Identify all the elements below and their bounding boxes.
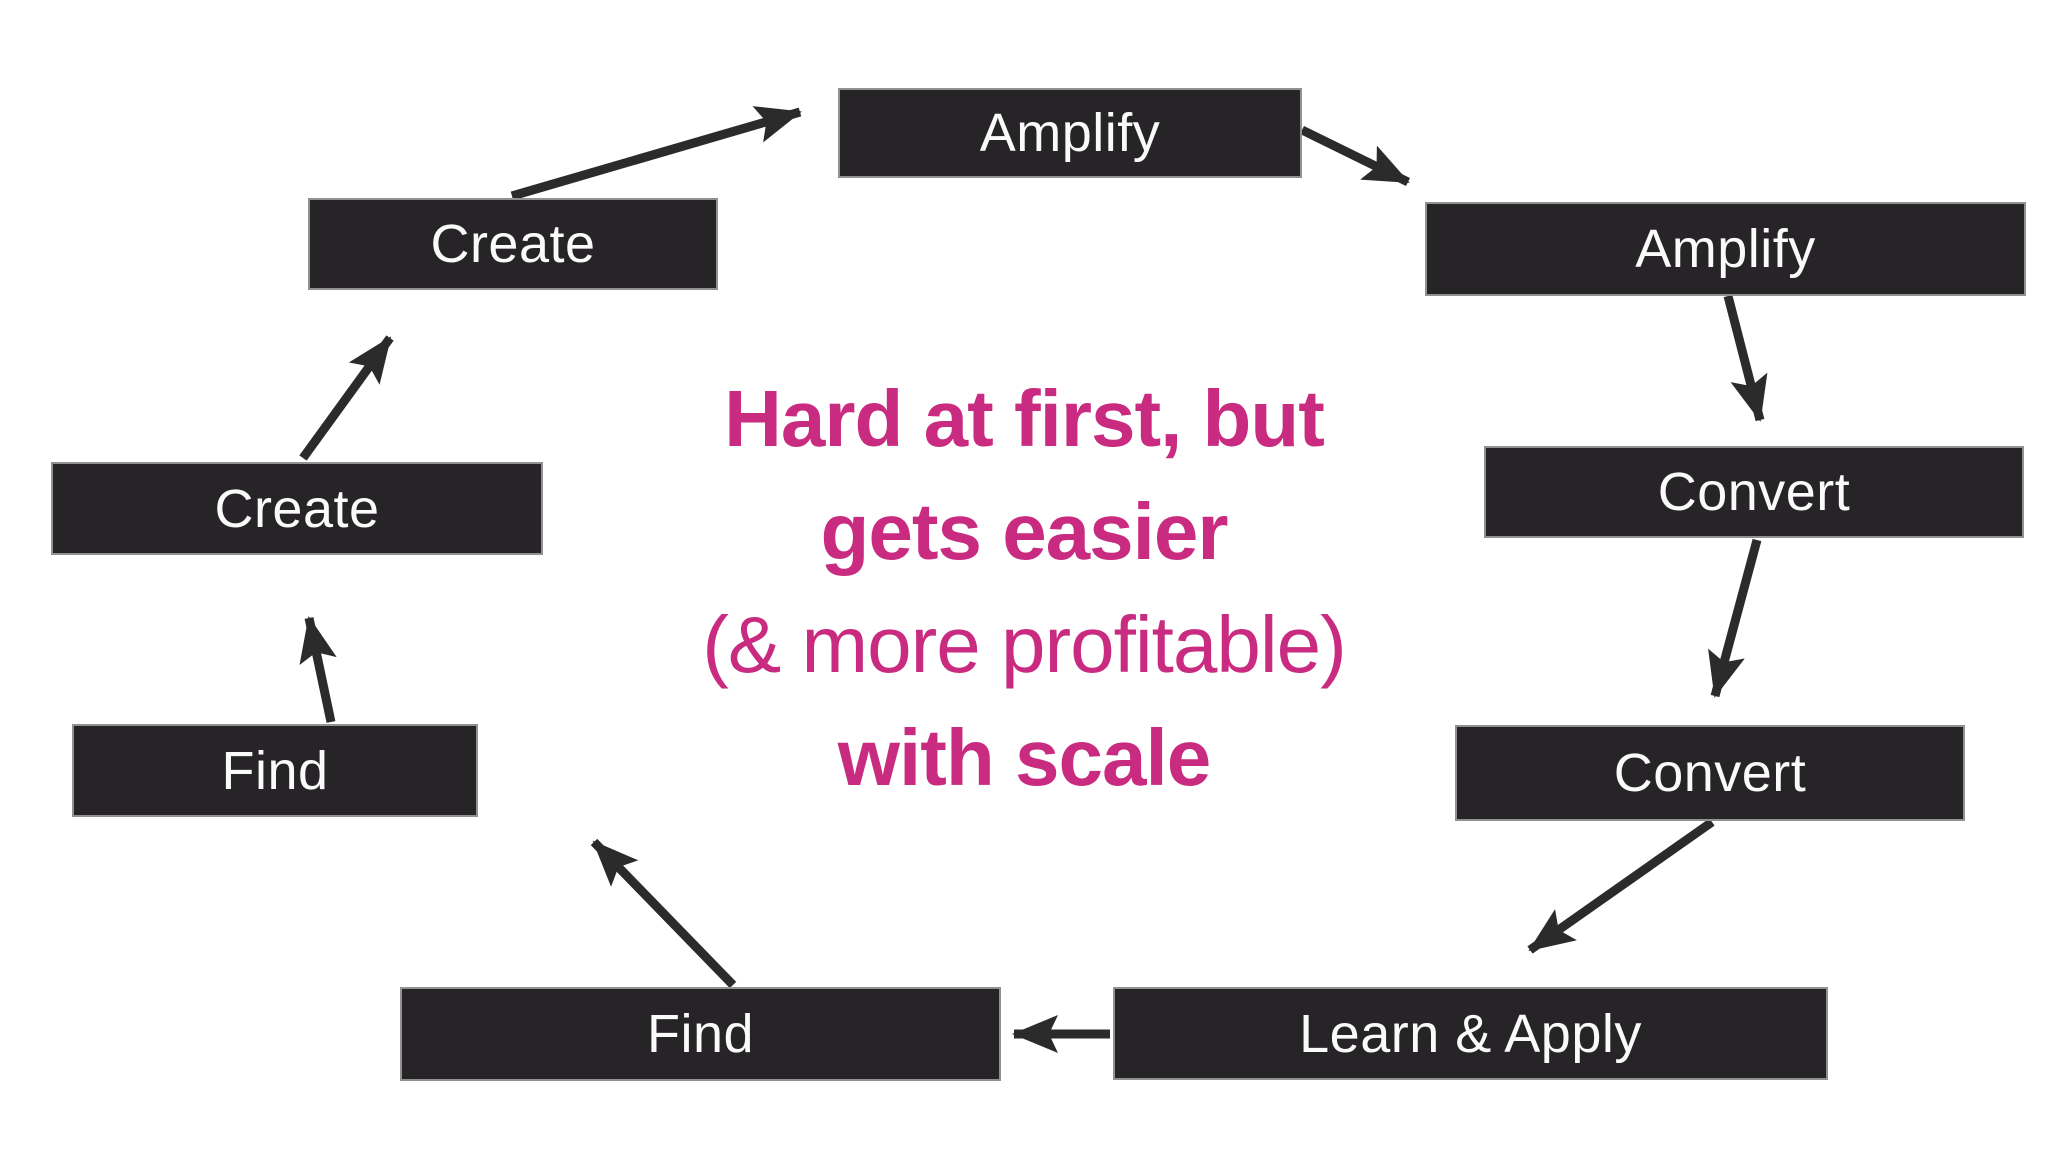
flow-box-label: Learn & Apply [1299,1003,1642,1064]
flow-box-label: Create [430,214,596,274]
flow-box-find-bottom: Find [400,987,1001,1081]
arrow-convert-upper-to-convert-lower [1708,538,1762,698]
flow-box-label: Amplify [1635,219,1816,279]
arrow-create-left-to-create-upper [299,335,394,461]
arrow-amplify-top-to-amplify-right [1300,125,1410,187]
flow-box-amplify-right: Amplify [1425,202,2026,296]
flow-box-convert-upper: Convert [1484,446,2024,538]
flow-box-find-left: Find [72,724,478,817]
flow-box-learn-apply: Learn & Apply [1113,987,1828,1080]
flow-box-create-left: Create [51,462,543,555]
flow-box-label: Create [214,478,380,539]
arrow-create-upper-to-amplify-top [510,106,802,201]
flow-box-label: Convert [1657,462,1851,522]
tagline-line-2: gets easier [820,487,1228,576]
tagline-line-4: with scale [837,713,1211,802]
arrow-convert-lower-to-learn-apply [1527,818,1715,954]
flow-box-convert-lower: Convert [1455,725,1965,821]
arrow-find-left-to-create-left [299,616,337,723]
flow-box-amplify-top: Amplify [838,88,1302,178]
center-tagline: Hard at first, but gets easier (& more p… [584,362,1464,814]
arrow-find-bottom-to-find-left [590,838,737,989]
flow-box-label: Amplify [979,103,1161,163]
flow-box-label: Find [646,1004,755,1064]
flow-box-label: Convert [1613,743,1807,803]
flow-box-create-upper: Create [308,198,718,290]
tagline-line-3: (& more profitable) [702,600,1346,689]
tagline-line-1: Hard at first, but [724,374,1325,463]
flow-box-label: Find [221,740,329,801]
arrow-amplify-right-to-convert-upper [1723,294,1768,422]
